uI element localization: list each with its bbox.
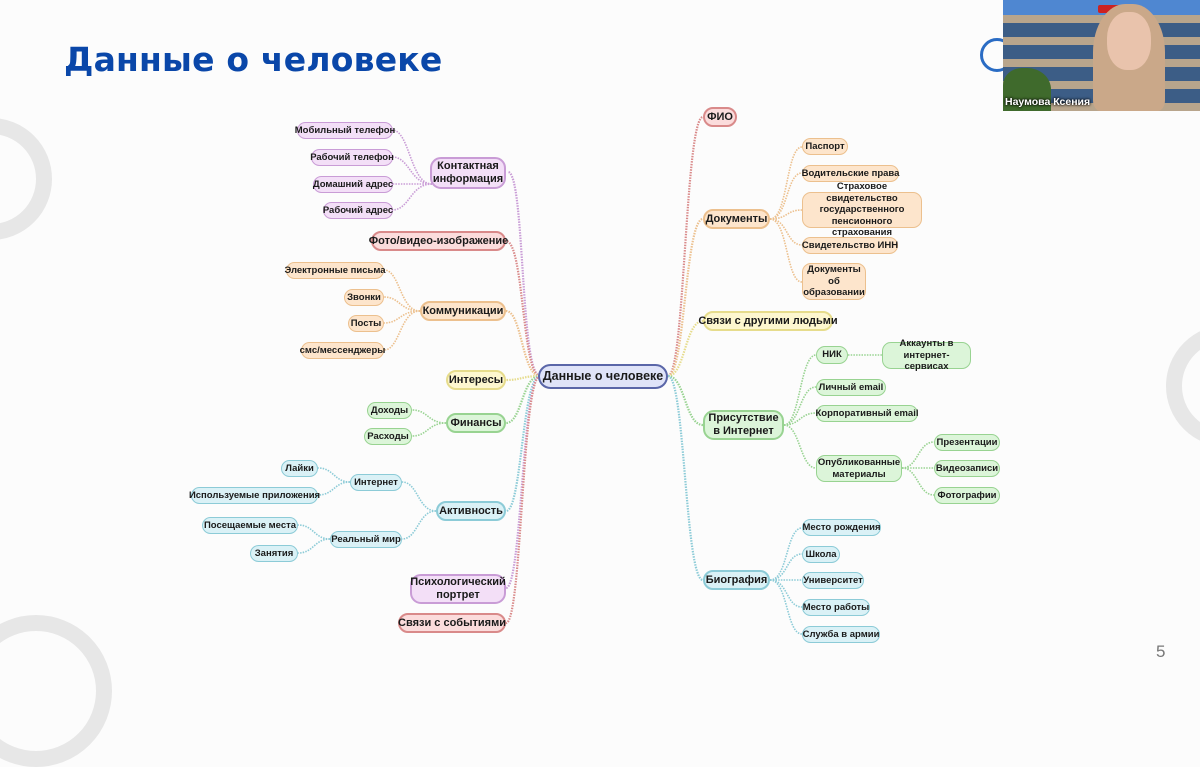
node-posts[interactable]: Посты <box>348 315 384 332</box>
node-workplace[interactable]: Место работы <box>802 599 870 616</box>
node-real-world[interactable]: Реальный мир <box>330 531 402 548</box>
node-contact-info[interactable]: Контактная информация <box>430 157 506 189</box>
node-work-phone[interactable]: Рабочий телефон <box>310 149 394 166</box>
node-likes[interactable]: Лайки <box>281 460 318 477</box>
node-activity[interactable]: Активность <box>436 501 506 521</box>
webcam-video-tile[interactable]: Наумова Ксения <box>1003 0 1200 111</box>
node-biography[interactable]: Биография <box>703 570 770 590</box>
node-internet-presence[interactable]: Присутствие в Интернет <box>703 410 784 440</box>
node-nick[interactable]: НИК <box>816 346 848 364</box>
node-videos[interactable]: Видеозаписи <box>934 460 1000 477</box>
node-communications[interactable]: Коммуникации <box>420 301 506 321</box>
node-school[interactable]: Школа <box>802 546 840 563</box>
node-drivers-license[interactable]: Водительские права <box>802 165 899 182</box>
node-sms-messengers[interactable]: смс/мессенджеры <box>300 342 385 359</box>
node-passport[interactable]: Паспорт <box>802 138 848 155</box>
node-personal-email[interactable]: Личный email <box>816 379 886 396</box>
node-mobile-phone[interactable]: Мобильный телефон <box>295 122 395 139</box>
node-psych-portrait[interactable]: Психологический портрет <box>410 574 506 604</box>
node-relations-people[interactable]: Связи с другими людьми <box>698 311 838 331</box>
node-interests[interactable]: Интересы <box>446 370 506 390</box>
node-activity-internet[interactable]: Интернет <box>350 474 402 491</box>
node-university[interactable]: Университет <box>802 572 864 589</box>
slide-title: Данные о человеке <box>64 40 443 79</box>
node-used-apps[interactable]: Используемые приложения <box>189 487 320 504</box>
node-online-accounts[interactable]: Аккаунты в интернет-сервисах <box>882 338 971 372</box>
node-photos[interactable]: Фотографии <box>934 487 1000 504</box>
node-visited-places[interactable]: Посещаемые места <box>202 517 298 534</box>
node-fio[interactable]: ФИО <box>703 107 737 127</box>
node-education-docs[interactable]: Документы об образовании <box>802 263 866 300</box>
page-number: 5 <box>1156 642 1166 661</box>
participant-name: Наумова Ксения <box>1005 96 1091 108</box>
node-inn-certificate[interactable]: Свидетельство ИНН <box>802 237 898 254</box>
node-presentations[interactable]: Презентации <box>934 434 1000 451</box>
node-birthplace[interactable]: Место рождения <box>802 519 881 536</box>
node-event-links[interactable]: Связи с событиями <box>398 613 506 633</box>
node-home-address[interactable]: Домашний адрес <box>313 176 393 193</box>
node-corporate-email[interactable]: Корпоративный email <box>816 405 919 422</box>
node-army-service[interactable]: Служба в армии <box>802 626 880 643</box>
webcam-face <box>1107 12 1151 70</box>
mindmap-connections <box>297 115 935 635</box>
node-work-address[interactable]: Рабочий адрес <box>323 202 393 219</box>
node-photo-video[interactable]: Фото/видео-изображение <box>369 231 508 251</box>
node-income[interactable]: Доходы <box>367 402 412 419</box>
webcam-tree <box>1003 68 1051 111</box>
node-occupations[interactable]: Занятия <box>250 545 298 562</box>
node-finance[interactable]: Финансы <box>446 413 506 433</box>
node-published-materials[interactable]: Опубликованные материалы <box>816 455 902 482</box>
node-calls[interactable]: Звонки <box>344 289 384 306</box>
node-pension-certificate[interactable]: Страховое свидетельство государственного… <box>802 181 922 238</box>
node-documents[interactable]: Документы <box>703 209 770 229</box>
node-emails[interactable]: Электронные письма <box>284 262 386 279</box>
root-node[interactable]: Данные о человеке <box>538 364 668 389</box>
node-expenses[interactable]: Расходы <box>364 428 412 445</box>
